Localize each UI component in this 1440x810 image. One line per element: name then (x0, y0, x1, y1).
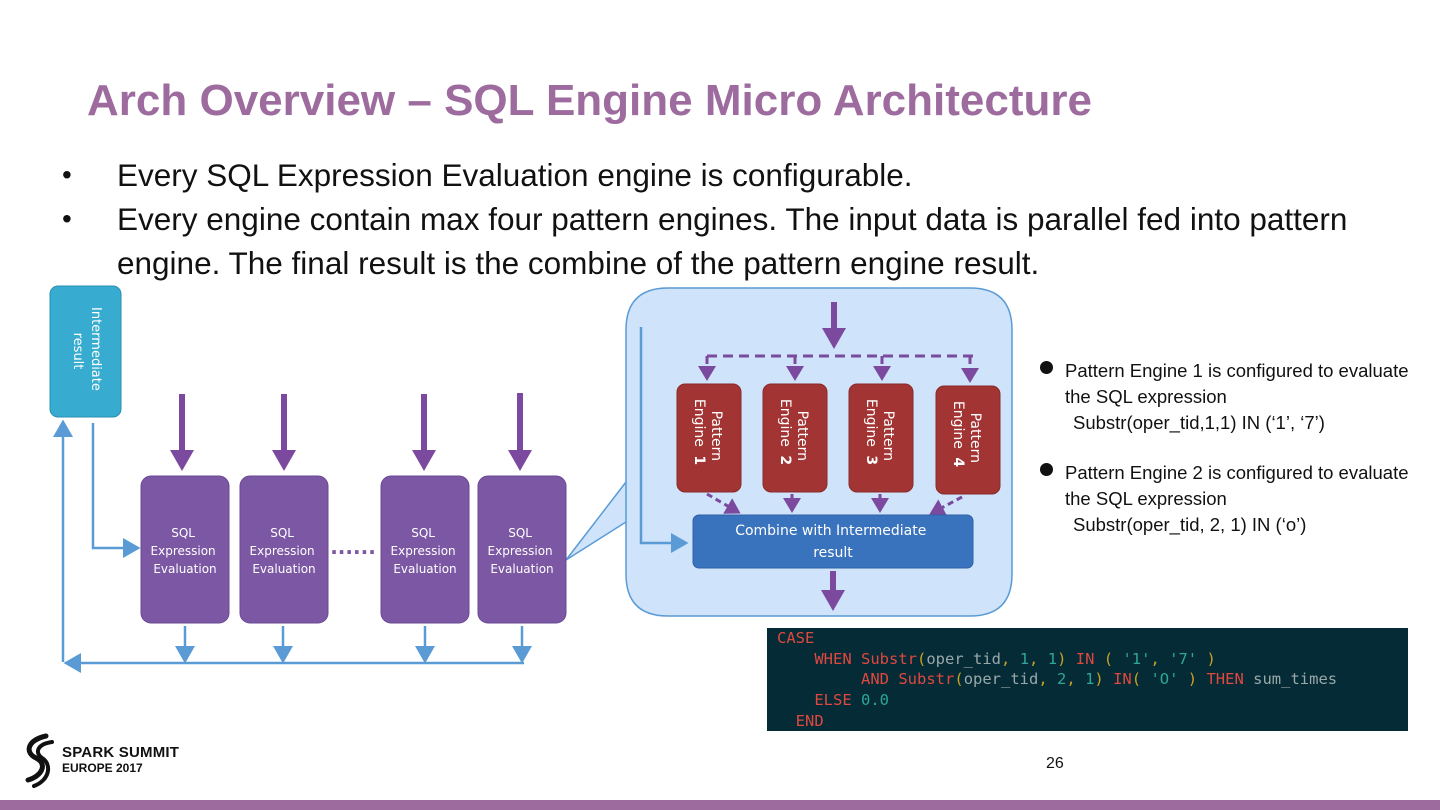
pattern-engine-3: Pattern Engine 3 (848, 383, 914, 493)
input-arrows (170, 393, 532, 471)
note-expression: Substr(oper_tid,1,1) IN (‘1’, ‘7’) (1073, 412, 1325, 433)
bullet-list: Every SQL Expression Evaluation engine i… (60, 153, 1430, 285)
sql-engine: SQL Expression Evaluation (140, 475, 230, 624)
svg-text:SQL Expression Eva: SQL Expression Evaluation (250, 526, 319, 576)
sql-engine: SQL Expression Evaluation (380, 475, 470, 624)
note-item: Pattern Engine 1 is configured to evalua… (1040, 358, 1420, 436)
spark-summit-logo-text: SPARK SUMMIT EUROPE 2017 (62, 744, 180, 776)
svg-text:Pattern Engine 2: Pattern Engine 2 (777, 399, 810, 466)
intermediate-result-box (49, 285, 122, 418)
note-item: Pattern Engine 2 is configured to evalua… (1040, 460, 1420, 538)
intermediate-result-label: Intermediate result (70, 307, 103, 395)
combine-box: Combine with Intermediate result (692, 514, 974, 569)
note-text: Pattern Engine 2 is configured to evalua… (1065, 462, 1409, 509)
page-number: 26 (1046, 755, 1064, 772)
footer-bar (0, 800, 1440, 810)
spark-summit-logo-icon (25, 733, 54, 788)
note-text: Pattern Engine 1 is configured to evalua… (1065, 360, 1409, 407)
feedback-lines (53, 327, 689, 673)
configuration-notes: Pattern Engine 1 is configured to evalua… (1040, 358, 1420, 562)
sql-code-block: CASE WHEN Substr(oper_tid, 1, 1) IN ( '1… (767, 628, 1408, 731)
svg-text:Pattern Engine 3: Pattern Engine 3 (863, 399, 896, 466)
bullet-item: Every SQL Expression Evaluation engine i… (60, 153, 1430, 197)
pattern-engine-4: Pattern Engine 4 (935, 385, 1001, 495)
pattern-output-arrows (706, 492, 963, 516)
pattern-engine-2: Pattern Engine 2 (762, 383, 828, 493)
sql-engine: SQL Expression Evaluation (477, 475, 567, 624)
svg-text:Pattern Engine 4: Pattern Engine 4 (950, 401, 983, 468)
svg-text:SQL Expression Eva: SQL Expression Evaluation (488, 526, 557, 576)
sql-engine: SQL Expression Evaluation (239, 475, 329, 624)
bullet-item: Every engine contain max four pattern en… (60, 197, 1430, 285)
engine-ellipsis: ...... (330, 535, 376, 559)
note-expression: Substr(oper_tid, 2, 1) IN (‘o’) (1073, 514, 1307, 535)
slide-title: Arch Overview – SQL Engine Micro Archite… (87, 76, 1092, 125)
svg-text:SQL Expression Eva: SQL Expression Evaluation (391, 526, 460, 576)
pattern-input-distribution (698, 302, 979, 383)
svg-text:SQL Expression Eva: SQL Expression Evaluation (151, 526, 220, 576)
svg-text:Pattern Engine 1: Pattern Engine 1 (691, 399, 724, 466)
svg-text:Combine with Intermediate: Combine with Intermediate result (735, 523, 931, 561)
pattern-engine-1: Pattern Engine 1 (676, 383, 742, 493)
